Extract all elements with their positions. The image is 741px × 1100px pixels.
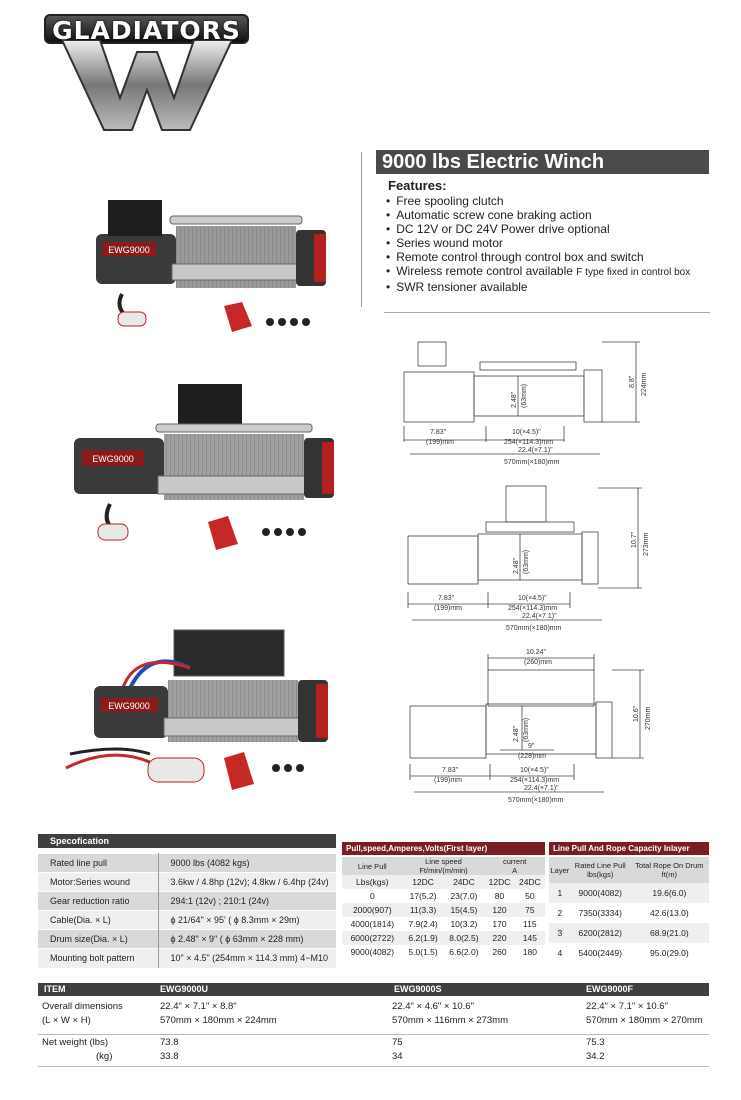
dim-text: 273mm xyxy=(643,532,650,556)
capacity-heading: Line Pull And Rope Capacity Inlayer xyxy=(549,842,709,855)
dim-text: 254(×114.3)mm xyxy=(504,439,553,446)
winch-label: EWG9000 xyxy=(92,454,134,464)
dim-text: (63mm) xyxy=(523,550,530,574)
dim-text: (199)mm xyxy=(434,605,462,612)
dimension-drawing-ewg9000u: 8.8" 224mm 2.48" (63mm) 7.83" (199)mm 10… xyxy=(403,341,648,466)
feature-item: Series wound motor xyxy=(386,236,690,250)
winch-photo-ewg9000u: EWG9000 xyxy=(96,200,326,332)
feature-item: Remote control through control box and s… xyxy=(386,250,690,264)
feature-item: SWR tensioner available xyxy=(386,280,690,294)
page-title: 9000 lbs Electric Winch xyxy=(376,150,709,174)
dim-text: 9" xyxy=(528,743,535,750)
dim-text: 224mm xyxy=(641,372,648,396)
dim-text: 254(×114.3)mm xyxy=(508,605,557,612)
dim-text: 570mm(×180)mm xyxy=(506,625,562,632)
table-row: Drum size(Dia. × L)ϕ 2.48" × 9" ( ϕ 63mm… xyxy=(38,929,336,949)
dim-text: (199)mm xyxy=(426,439,454,446)
dim-text: 7.83" xyxy=(442,767,459,774)
dim-text: 22.4(×7.1)" xyxy=(524,785,559,792)
spec-heading: Specofication xyxy=(38,834,336,848)
winch-photo-ewg9000s: EWG9000 xyxy=(74,384,334,550)
dim-text: 10.7" xyxy=(631,531,638,548)
features-divider xyxy=(384,312,710,313)
features-heading: Features: xyxy=(388,178,447,193)
model-table-header: ITEM EWG9000U EWG9000S EWG9000F xyxy=(38,983,709,996)
dim-text: 7.83" xyxy=(430,429,447,436)
winch-label: EWG9000 xyxy=(108,245,150,255)
feature-item: DC 12V or DC 24V Power drive optional xyxy=(386,222,690,236)
dim-text: 254(×114.3)mm xyxy=(510,777,559,784)
dimension-drawing-ewg9000f: 10.24" (260)mm 10.6" 270mm 2.48" (63mm) … xyxy=(409,649,652,804)
dim-text: 2.48" xyxy=(513,557,520,574)
dim-text: 10.24" xyxy=(526,649,547,656)
winch-photo-ewg9000f: EWG9000 xyxy=(65,629,328,790)
dim-text: 2.48" xyxy=(511,391,518,408)
dim-text: (228)mm xyxy=(518,753,546,760)
dim-text: 570mm(×180)mm xyxy=(504,459,560,466)
dim-text: 7.83" xyxy=(438,595,455,602)
pull-heading: Pull,speed,Amperes,Volts(First layer) xyxy=(342,842,545,855)
winch-label: EWG9000 xyxy=(108,701,150,711)
features-list: Free spooling clutch Automatic screw con… xyxy=(386,194,690,294)
dim-text: (260)mm xyxy=(524,659,552,666)
dim-text: 10(×4.5)" xyxy=(512,429,541,436)
dim-text: 270mm xyxy=(645,706,652,730)
dim-text: 570mm(×180)mm xyxy=(508,797,564,804)
w-emblem-icon xyxy=(62,40,232,131)
dimension-drawing-ewg9000s: 10.7" 273mm 2.48" (63mm) 7.83" (199)mm 1… xyxy=(407,485,650,632)
dim-text: 2.48" xyxy=(513,725,520,742)
feature-item: Free spooling clutch xyxy=(386,194,690,208)
dim-text: (63mm) xyxy=(521,384,528,408)
dim-text: 8.8" xyxy=(629,375,636,388)
model-divider xyxy=(38,1034,709,1035)
title-divider xyxy=(361,152,362,307)
dim-text: (63mm) xyxy=(523,718,530,742)
dim-text: 10(×4.5)" xyxy=(518,595,547,602)
brand-logo: GLADIATORS xyxy=(44,14,249,131)
dim-text: 22.4(×7.1)" xyxy=(522,613,557,620)
table-row: Cable(Dia. × L)ϕ 21/64" × 95' ( ϕ 8.3mm … xyxy=(38,910,336,930)
dim-text: 10(×4.5)" xyxy=(520,767,549,774)
feature-item: Wireless remote control available F type… xyxy=(386,264,690,280)
dim-text: (199)mm xyxy=(434,777,462,784)
feature-item: Automatic screw cone braking action xyxy=(386,208,690,222)
dim-text: 22.4(×7.1)" xyxy=(518,447,553,454)
dim-text: 10.6" xyxy=(633,705,640,722)
model-divider xyxy=(38,1066,709,1067)
